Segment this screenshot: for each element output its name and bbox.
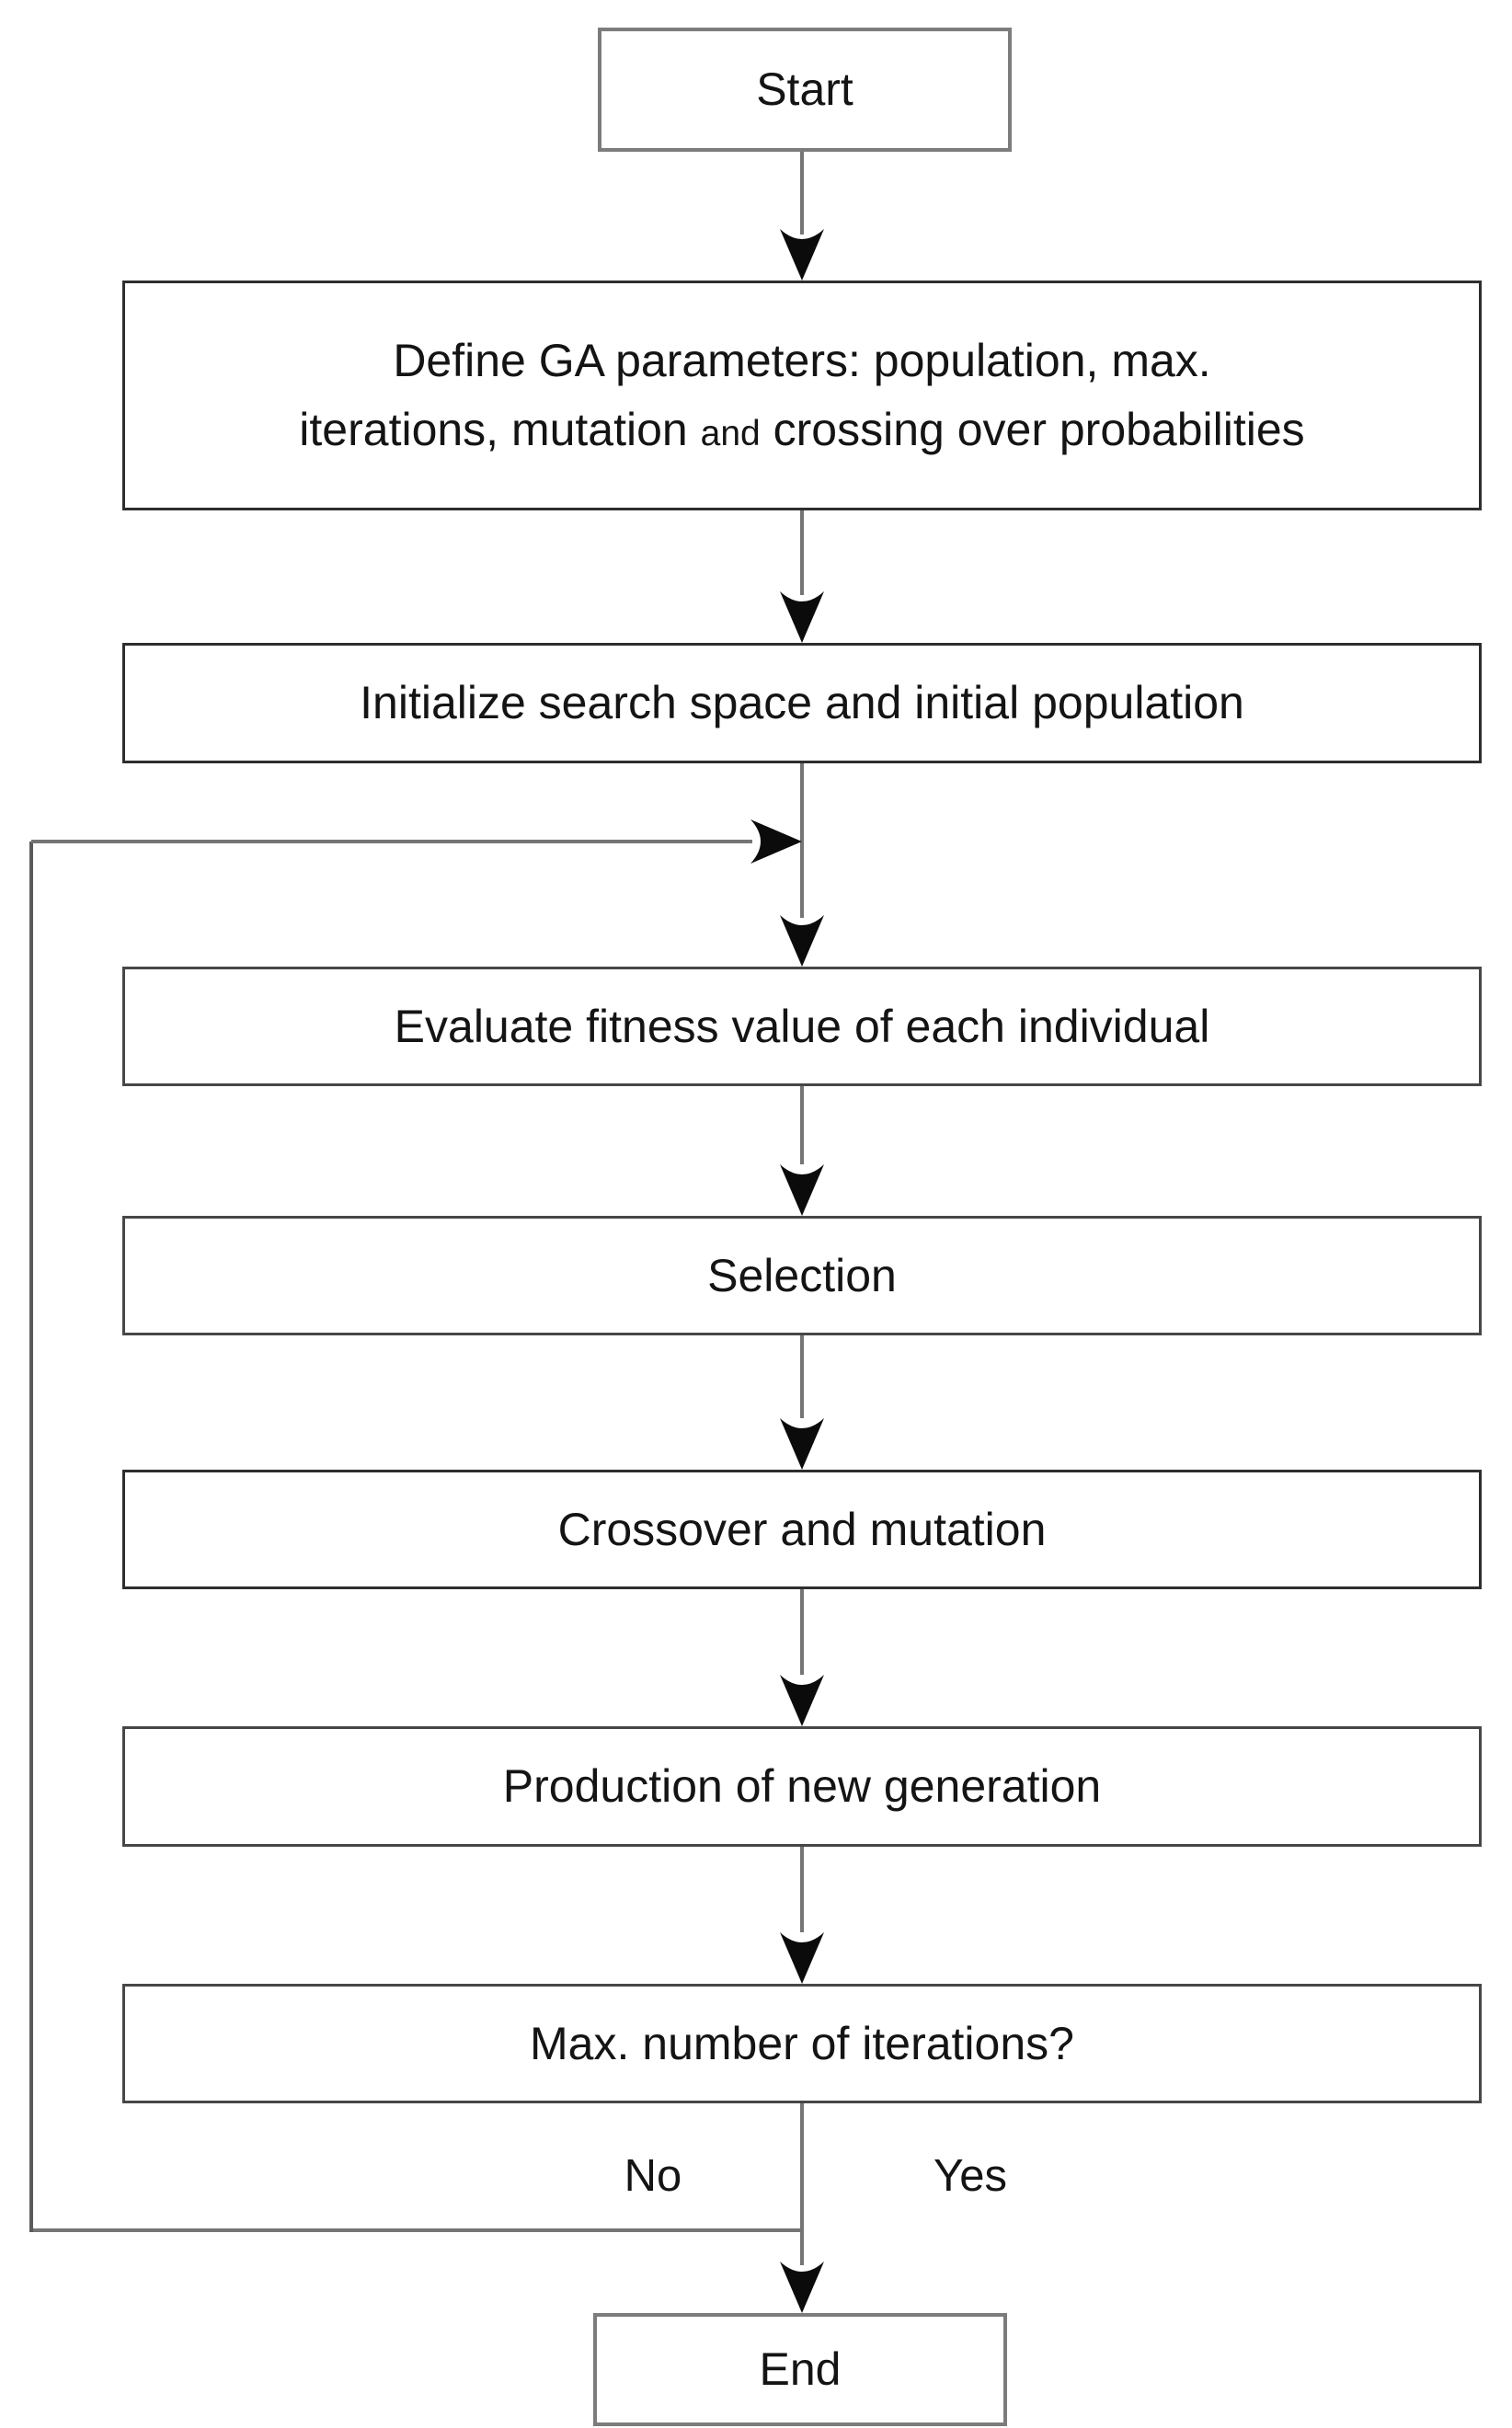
node-initialize-label: Initialize search space and initial popu… [360,677,1244,728]
arrow-down-icon [780,915,824,967]
arrow-down-icon [780,2262,824,2313]
arrow-right-icon [750,819,802,864]
connector-selection-to-crossover [800,1335,804,1418]
node-production-new-generation: Production of new generation [122,1726,1482,1847]
node-production-label: Production of new generation [502,1760,1102,1812]
connector-define-to-initialize [800,510,804,595]
node-evaluate-label: Evaluate fitness value of each individua… [394,1000,1210,1052]
connector-start-to-define [800,152,804,235]
node-start-label: Start [756,63,853,115]
node-crossover-mutation: Crossover and mutation [122,1470,1482,1589]
connector-production-to-max [800,1847,804,1932]
arrow-down-icon [780,1675,824,1726]
node-crossover-label: Crossover and mutation [557,1503,1047,1555]
node-end-label: End [759,2343,842,2395]
node-define-label: Define GA parameters: population, max. i… [299,335,1305,455]
arrow-down-icon [780,1932,824,1984]
node-end: End [593,2313,1007,2426]
node-selection: Selection [122,1216,1482,1335]
connector-initialize-to-evaluate [800,763,804,918]
arrow-down-icon [780,591,824,643]
connector-no-branch [31,2228,802,2232]
arrow-down-icon [780,229,824,281]
connector-max-to-end [800,2103,804,2265]
node-initialize: Initialize search space and initial popu… [122,643,1482,763]
connector-evaluate-to-selection [800,1086,804,1164]
connector-loop-left [29,842,33,2232]
branch-label-yes: Yes [934,2151,1007,2201]
arrow-down-icon [780,1418,824,1470]
node-start: Start [598,28,1012,152]
connector-loop-merge [31,840,752,843]
node-max-iterations-label: Max. number of iterations? [530,2017,1074,2069]
connector-crossover-to-production [800,1589,804,1675]
arrow-down-icon [780,1164,824,1216]
node-define-ga-parameters: Define GA parameters: population, max. i… [122,281,1482,510]
node-selection-label: Selection [707,1249,897,1301]
node-evaluate-fitness: Evaluate fitness value of each individua… [122,967,1482,1086]
branch-label-no: No [624,2151,682,2201]
node-max-iterations-decision: Max. number of iterations? [122,1984,1482,2103]
